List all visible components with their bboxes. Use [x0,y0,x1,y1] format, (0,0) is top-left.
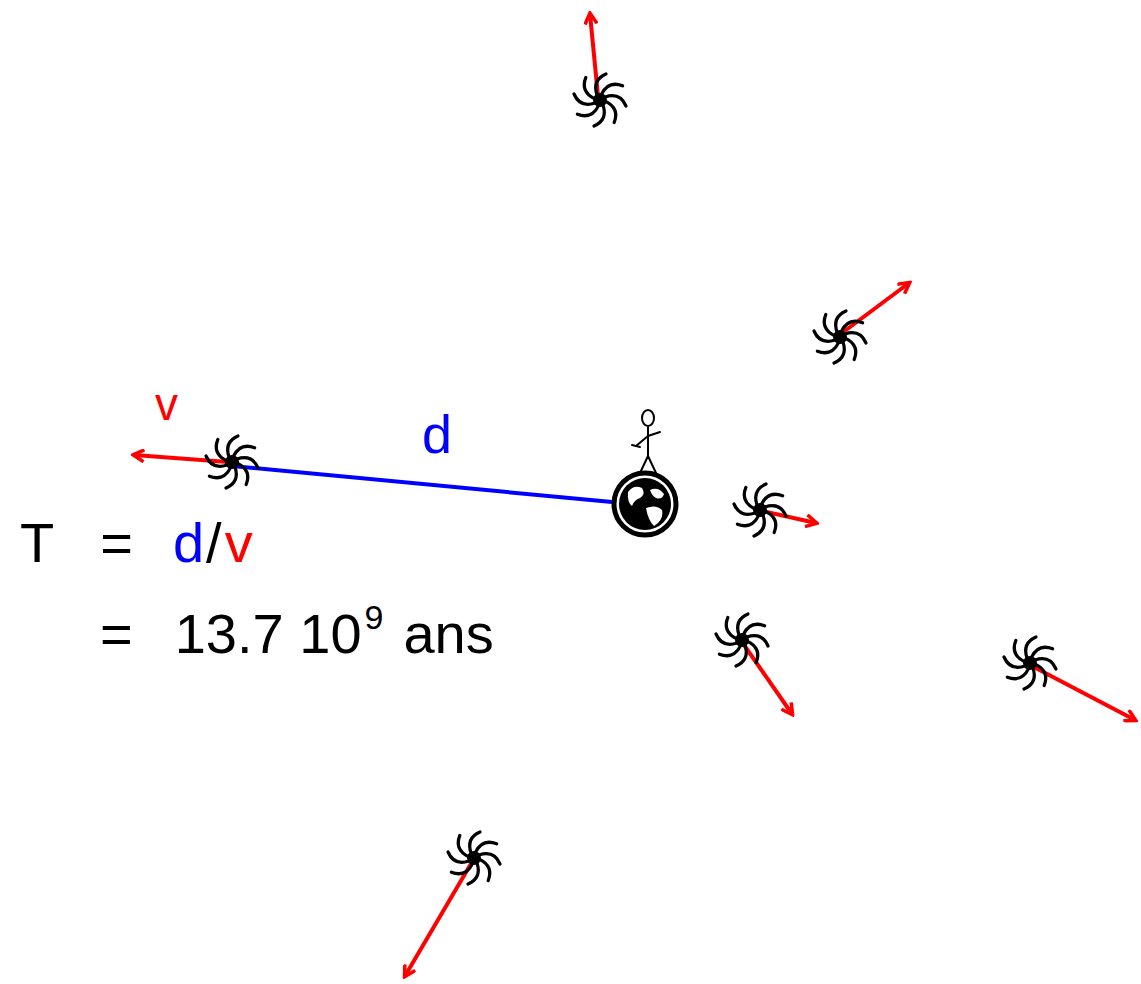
age-unit: ans [403,606,493,662]
galaxy-symbols [206,74,1056,884]
formula-line: T = d/v [20,515,253,571]
distance-line [232,466,612,502]
formula-symbol: = [100,606,133,662]
formula-symbol: T [20,515,54,571]
formula-symbol: d [173,515,204,571]
velocity-arrows [134,14,1135,976]
formula-line: =13.7 109ans [100,606,494,662]
observer-figure [632,410,660,473]
formula-symbol: = [100,515,133,571]
distance-label: d [422,407,452,461]
age-value: 13.7 10 [175,606,362,662]
earth-symbol [614,473,676,535]
formula-symbol: / [206,515,222,571]
velocity-label: v [155,381,178,427]
formula-symbol: v [225,515,253,571]
exponent: 9 [365,600,384,634]
